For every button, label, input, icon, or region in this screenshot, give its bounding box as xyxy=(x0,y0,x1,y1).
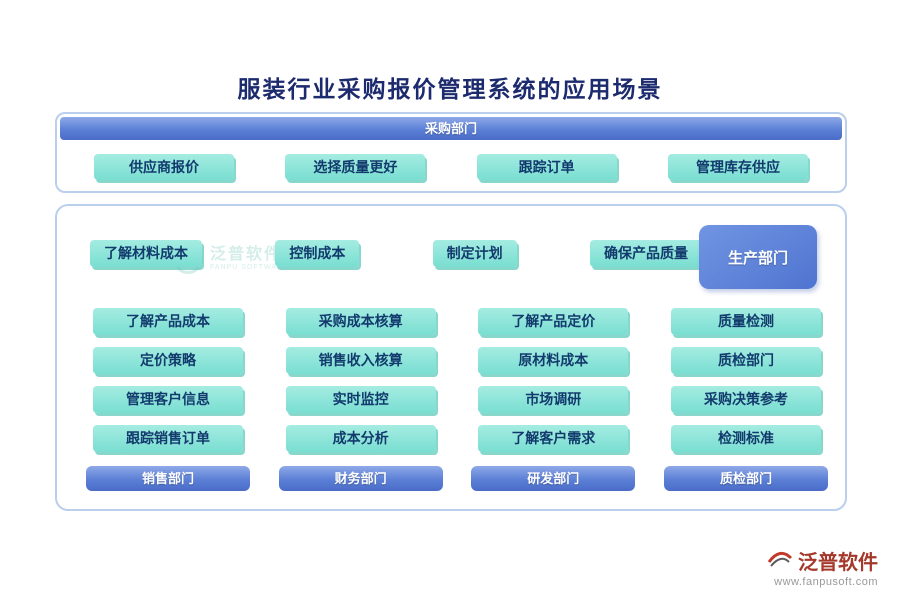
qc-dept-column: 质量检测 质检部门 采购决策参考 检测标准 质检部门 xyxy=(663,308,828,491)
procurement-decision-button[interactable]: 采购决策参考 xyxy=(670,386,821,413)
material-cost-button[interactable]: 了解材料成本 xyxy=(90,240,202,267)
pricing-strategy-button[interactable]: 定价策略 xyxy=(93,347,243,374)
departments-panel: 泛普软件 FANPU SOFTWARE 了解材料成本 控制成本 制定计划 确保产… xyxy=(55,204,847,511)
realtime-monitoring-button[interactable]: 实时监控 xyxy=(285,386,436,413)
product-pricing-button[interactable]: 了解产品定价 xyxy=(478,308,629,335)
rnd-dept-bar[interactable]: 研发部门 xyxy=(471,466,636,491)
cost-analysis-button[interactable]: 成本分析 xyxy=(285,425,436,452)
quality-testing-button[interactable]: 质量检测 xyxy=(670,308,821,335)
inventory-supply-button[interactable]: 管理库存供应 xyxy=(667,154,808,180)
department-columns: 了解产品成本 定价策略 管理客户信息 跟踪销售订单 销售部门 采购成本核算 销售… xyxy=(86,308,828,491)
sales-dept-bar[interactable]: 销售部门 xyxy=(86,466,250,491)
supplier-quote-button[interactable]: 供应商报价 xyxy=(94,154,234,180)
brand-footer: 泛普软件 www.fanpusoft.com xyxy=(767,546,878,588)
quality-choice-button[interactable]: 选择质量更好 xyxy=(285,154,426,180)
qc-dept-item-button[interactable]: 质检部门 xyxy=(670,347,821,374)
procurement-actions-row: 供应商报价 选择质量更好 跟踪订单 管理库存供应 xyxy=(94,154,808,180)
finance-dept-bar[interactable]: 财务部门 xyxy=(278,466,443,491)
raw-material-cost-button[interactable]: 原材料成本 xyxy=(478,347,629,374)
plan-making-button[interactable]: 制定计划 xyxy=(432,240,517,267)
finance-dept-column: 采购成本核算 销售收入核算 实时监控 成本分析 财务部门 xyxy=(278,308,443,491)
customer-needs-button[interactable]: 了解客户需求 xyxy=(478,425,629,452)
procurement-cost-accounting-button[interactable]: 采购成本核算 xyxy=(285,308,436,335)
brand-url-link[interactable]: www.fanpusoft.com xyxy=(774,576,878,588)
production-dept-button[interactable]: 生产部门 xyxy=(699,225,817,289)
procurement-panel: 采购部门 供应商报价 选择质量更好 跟踪订单 管理库存供应 xyxy=(55,112,847,193)
market-research-button[interactable]: 市场调研 xyxy=(478,386,629,413)
order-tracking-button[interactable]: 跟踪订单 xyxy=(476,154,617,180)
procurement-dept-bar[interactable]: 采购部门 xyxy=(60,117,842,140)
cost-control-button[interactable]: 控制成本 xyxy=(275,240,360,267)
page-title: 服装行业采购报价管理系统的应用场景 xyxy=(237,76,663,102)
product-quality-button[interactable]: 确保产品质量 xyxy=(589,240,702,267)
qc-dept-bar[interactable]: 质检部门 xyxy=(663,466,828,491)
product-cost-button[interactable]: 了解产品成本 xyxy=(93,308,243,335)
rnd-dept-column: 了解产品定价 原材料成本 市场调研 了解客户需求 研发部门 xyxy=(471,308,636,491)
sales-dept-column: 了解产品成本 定价策略 管理客户信息 跟踪销售订单 销售部门 xyxy=(86,308,250,491)
fanpu-logo-icon xyxy=(767,548,793,573)
brand-name: 泛普软件 xyxy=(798,552,878,574)
customer-info-button[interactable]: 管理客户信息 xyxy=(93,386,243,413)
sales-revenue-accounting-button[interactable]: 销售收入核算 xyxy=(285,347,436,374)
production-actions-row: 了解材料成本 控制成本 制定计划 确保产品质量 xyxy=(90,240,702,267)
testing-standard-button[interactable]: 检测标准 xyxy=(670,425,821,452)
sales-order-tracking-button[interactable]: 跟踪销售订单 xyxy=(93,425,243,452)
